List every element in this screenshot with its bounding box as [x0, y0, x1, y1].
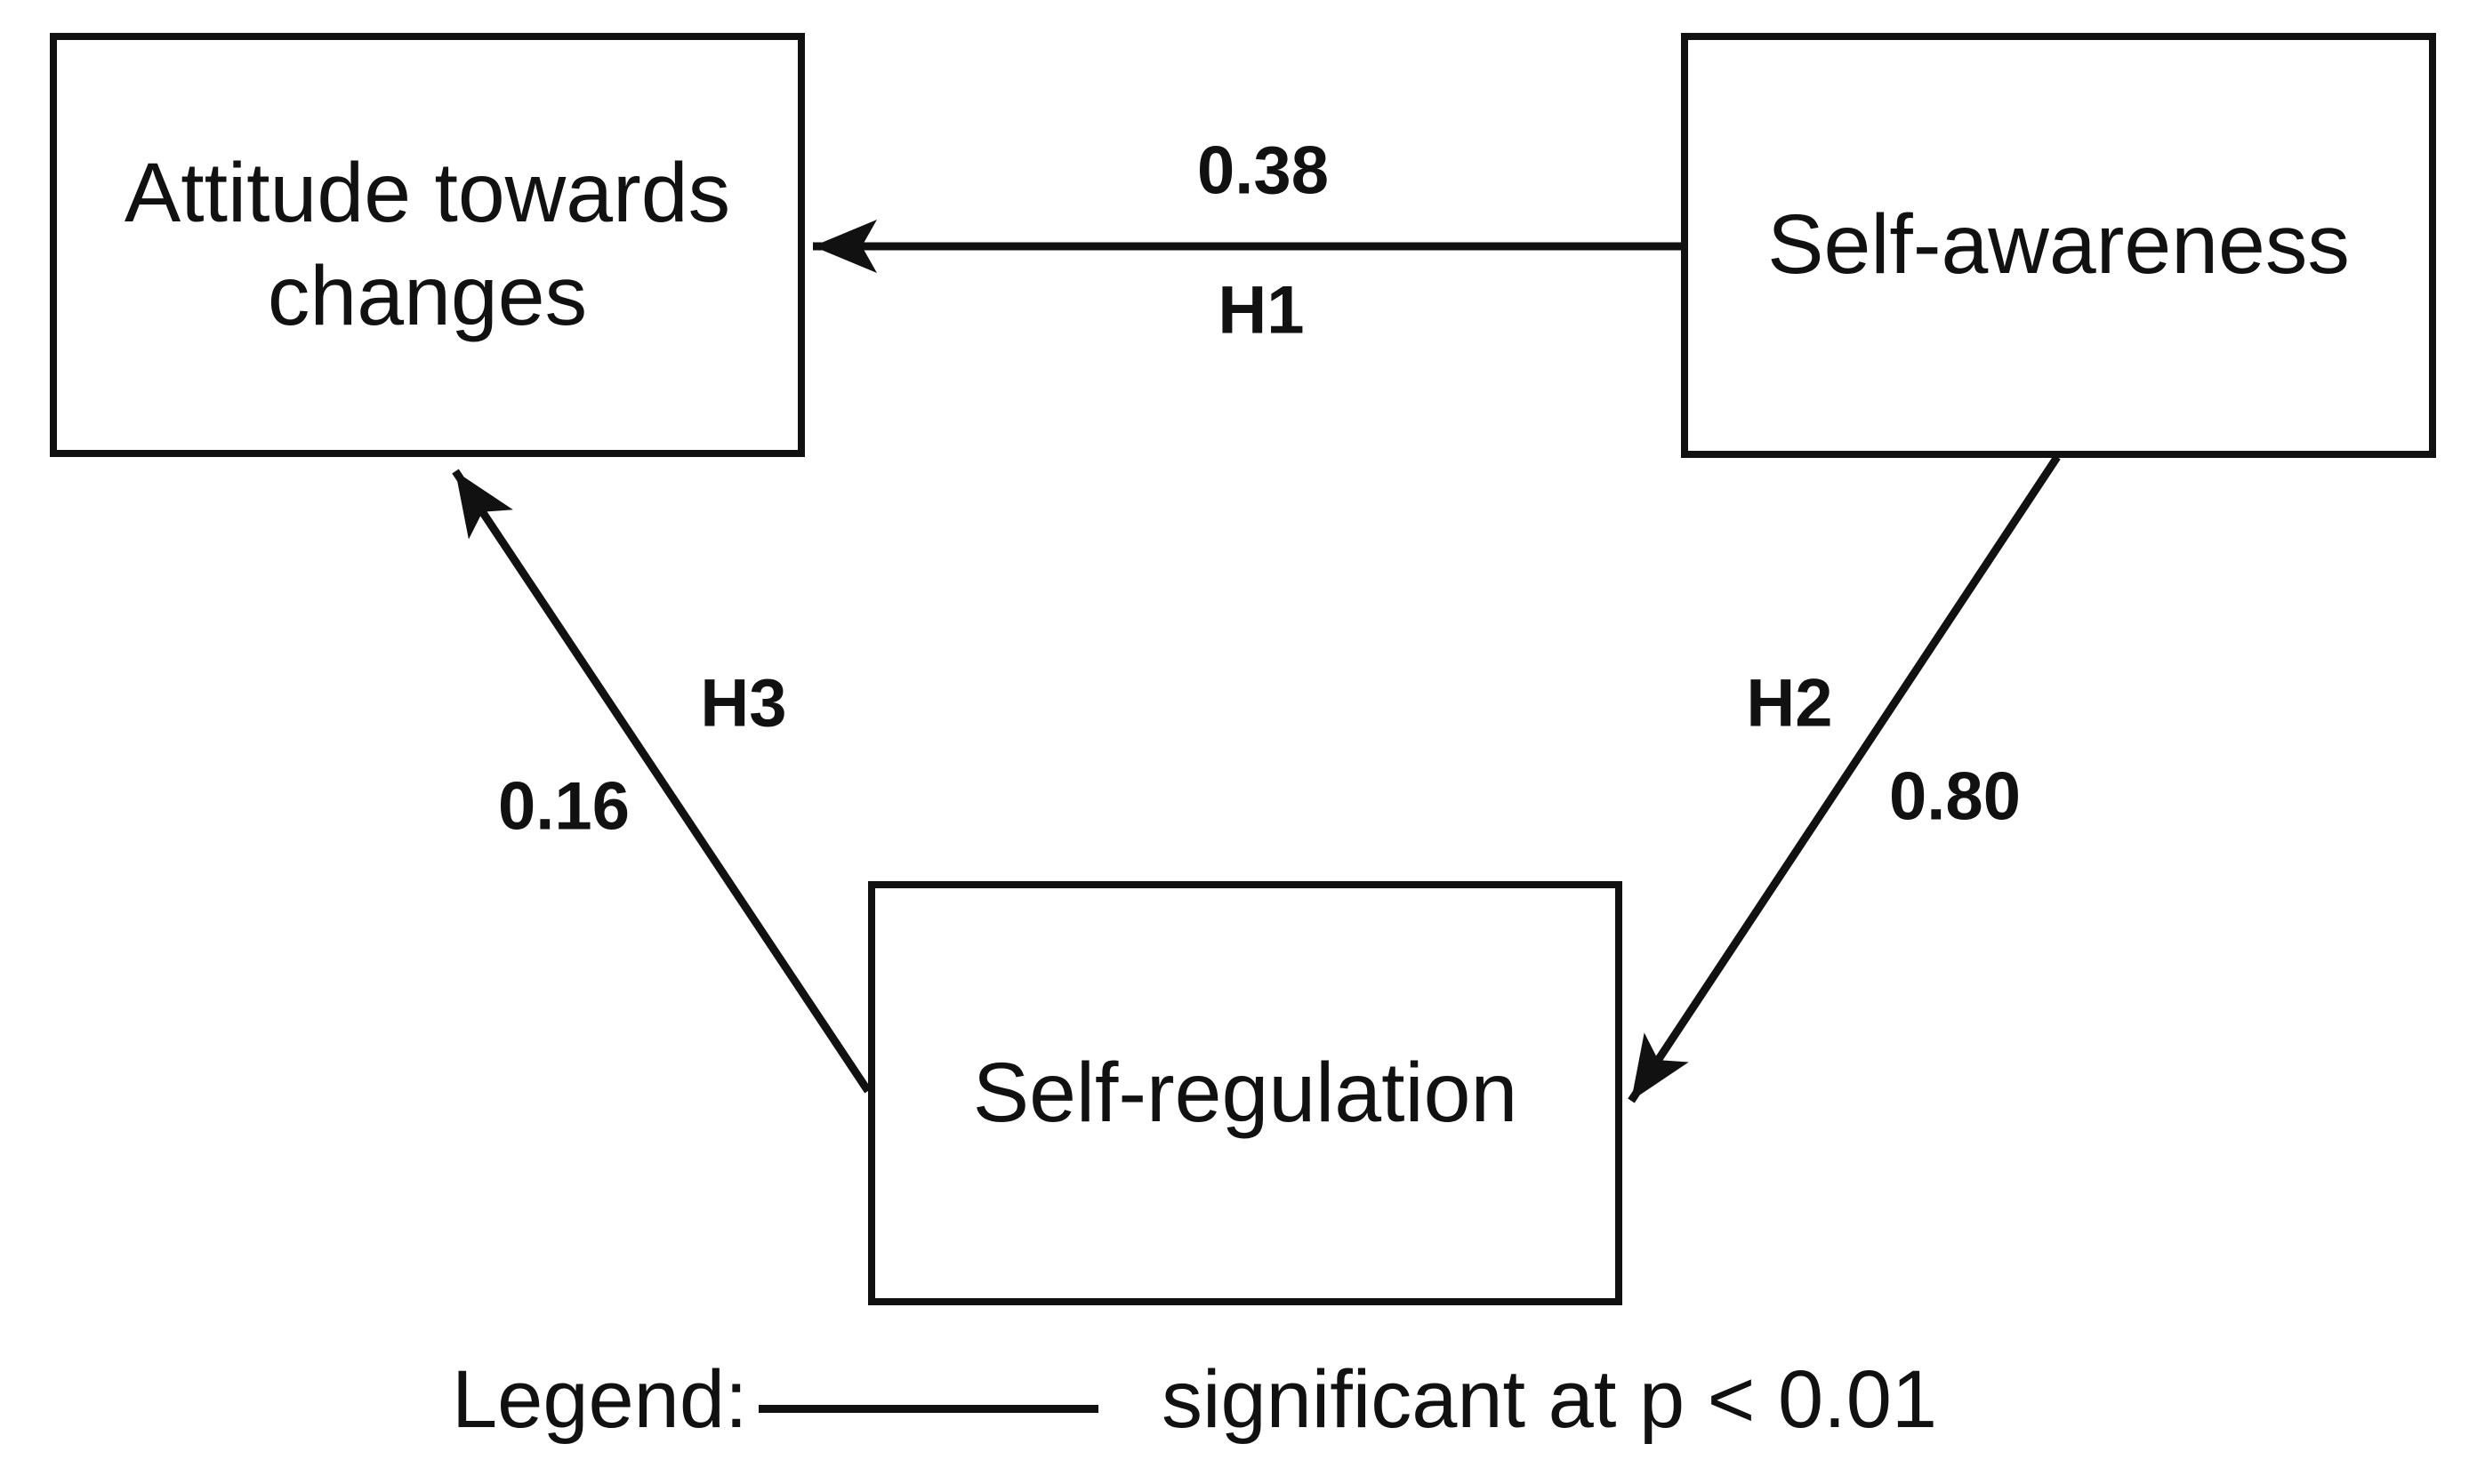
node-attitude-towards-changes: Attitude towards changes: [50, 33, 805, 457]
h2-hypothesis-label: H2: [1746, 665, 1833, 742]
node-attitude-label: Attitude towards changes: [124, 145, 731, 343]
h2-arrow: [1628, 454, 2061, 1103]
h2-coefficient-label: 0.80: [1889, 758, 2021, 835]
node-awareness-label: Self-awareness: [1767, 197, 2350, 293]
h3-arrow: [452, 469, 872, 1094]
legend-label: Legend:: [452, 1354, 748, 1445]
h3-hypothesis-label: H3: [700, 665, 787, 742]
h3-coefficient-label: 0.16: [498, 768, 630, 845]
node-regulation-label: Self-regulation: [972, 1045, 1518, 1140]
node-self-regulation: Self-regulation: [868, 881, 1622, 1305]
legend-line-sample: [759, 1405, 1098, 1413]
node-self-awareness: Self-awareness: [1681, 33, 2436, 458]
h1-hypothesis-label: H1: [1218, 272, 1305, 349]
h1-coefficient-label: 0.38: [1197, 132, 1329, 209]
legend-description: significant at p < 0.01: [1162, 1354, 1938, 1445]
